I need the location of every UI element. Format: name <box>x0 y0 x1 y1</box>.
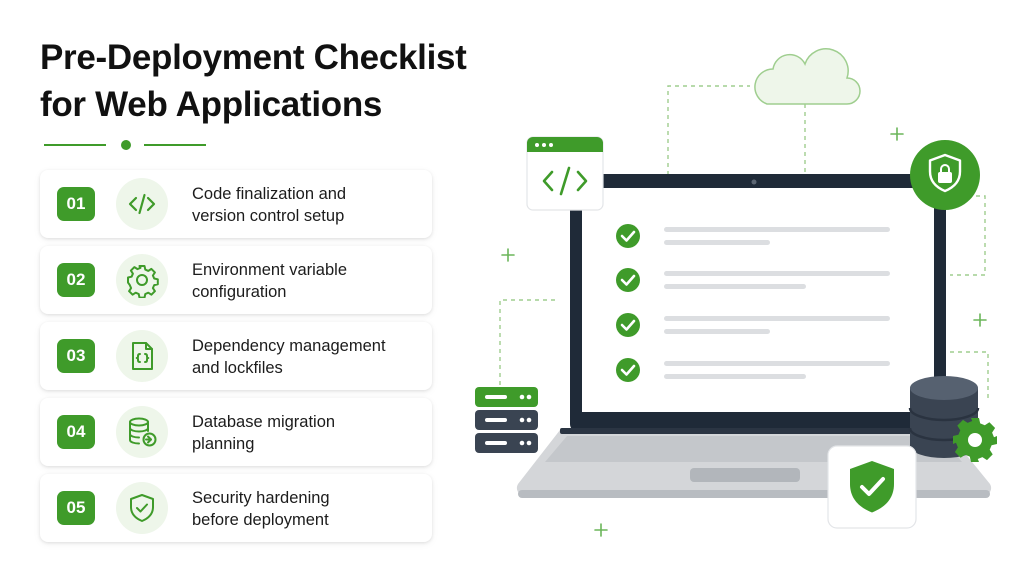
title-divider <box>44 139 206 151</box>
checklist-item <box>616 268 890 292</box>
code-window-icon <box>526 136 604 211</box>
step-number: 01 <box>57 187 95 221</box>
lock-shield-icon <box>910 140 980 210</box>
database-arrow-icon <box>116 406 168 458</box>
dashed-connectors <box>499 85 989 400</box>
gear-icon <box>116 254 168 306</box>
gear-icon <box>953 418 997 462</box>
code-icon <box>116 178 168 230</box>
step-number: 02 <box>57 263 95 297</box>
title-line-1: Pre-Deployment Checklist <box>40 38 467 77</box>
step-number: 04 <box>57 415 95 449</box>
cloud-icon <box>754 48 861 105</box>
title-line-2: for Web Applications <box>40 85 383 124</box>
page-title: Pre-Deployment Checklist for Web Applica… <box>40 34 467 128</box>
plus-decorations <box>501 127 987 537</box>
step-number: 03 <box>57 339 95 373</box>
shield-check-icon <box>827 445 917 529</box>
checklist-item <box>616 224 890 248</box>
shield-check-icon <box>116 482 168 534</box>
file-braces-icon <box>116 330 168 382</box>
checklist-item <box>616 358 890 382</box>
screen-checklist <box>616 224 890 382</box>
step-number: 05 <box>57 491 95 525</box>
server-rack-icon <box>475 387 538 453</box>
checklist-item <box>616 313 890 337</box>
